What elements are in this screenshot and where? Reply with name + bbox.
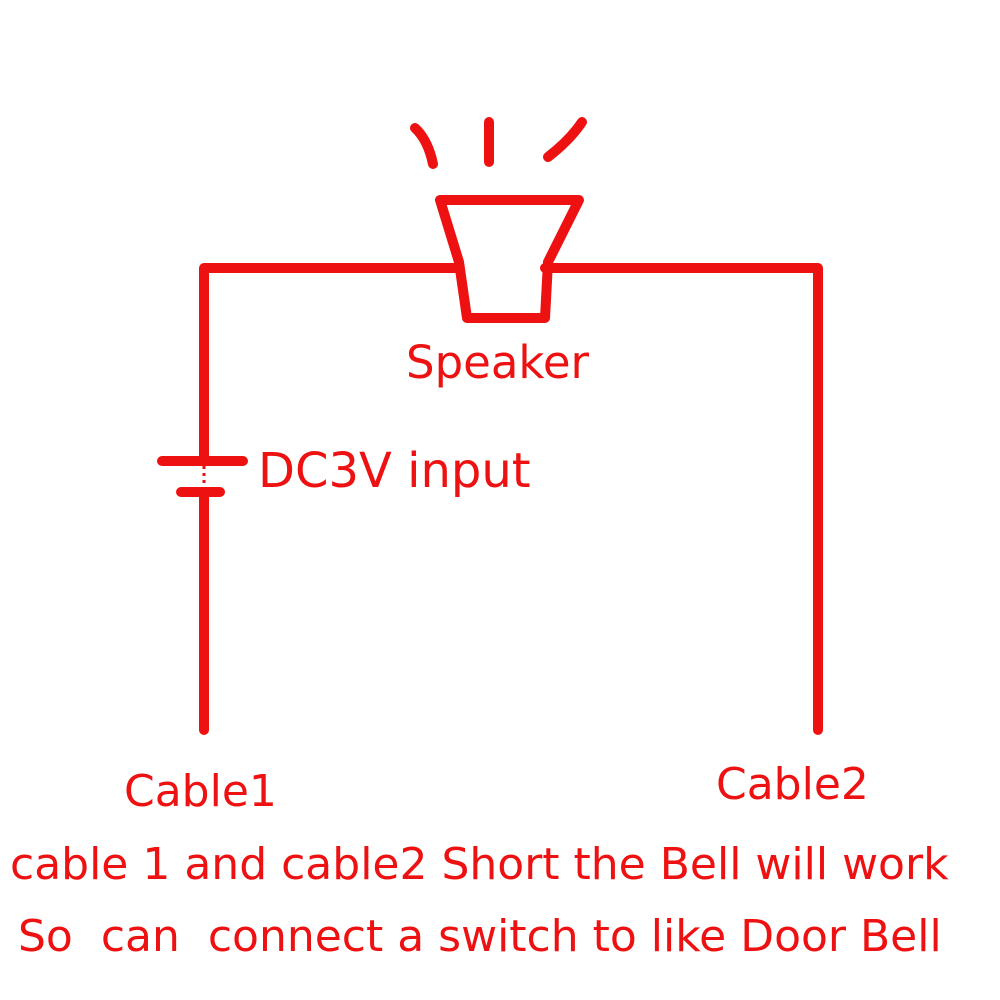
right-wire bbox=[540, 263, 823, 735]
speaker-icon bbox=[435, 195, 584, 323]
speaker-label: Speaker bbox=[406, 336, 590, 389]
cable1-label: Cable1 bbox=[124, 766, 277, 817]
sound-wave-right-icon bbox=[543, 117, 587, 162]
instruction-line-1: cable 1 and cable2 Short the Bell will w… bbox=[10, 839, 949, 890]
cable2-label: Cable2 bbox=[716, 759, 869, 810]
instruction-line-2: So can connect a switch to like Door Bel… bbox=[18, 911, 942, 962]
sound-wave-left-icon bbox=[410, 123, 438, 169]
left-wire-top bbox=[199, 263, 395, 463]
battery-label: DC3V input bbox=[258, 443, 531, 499]
